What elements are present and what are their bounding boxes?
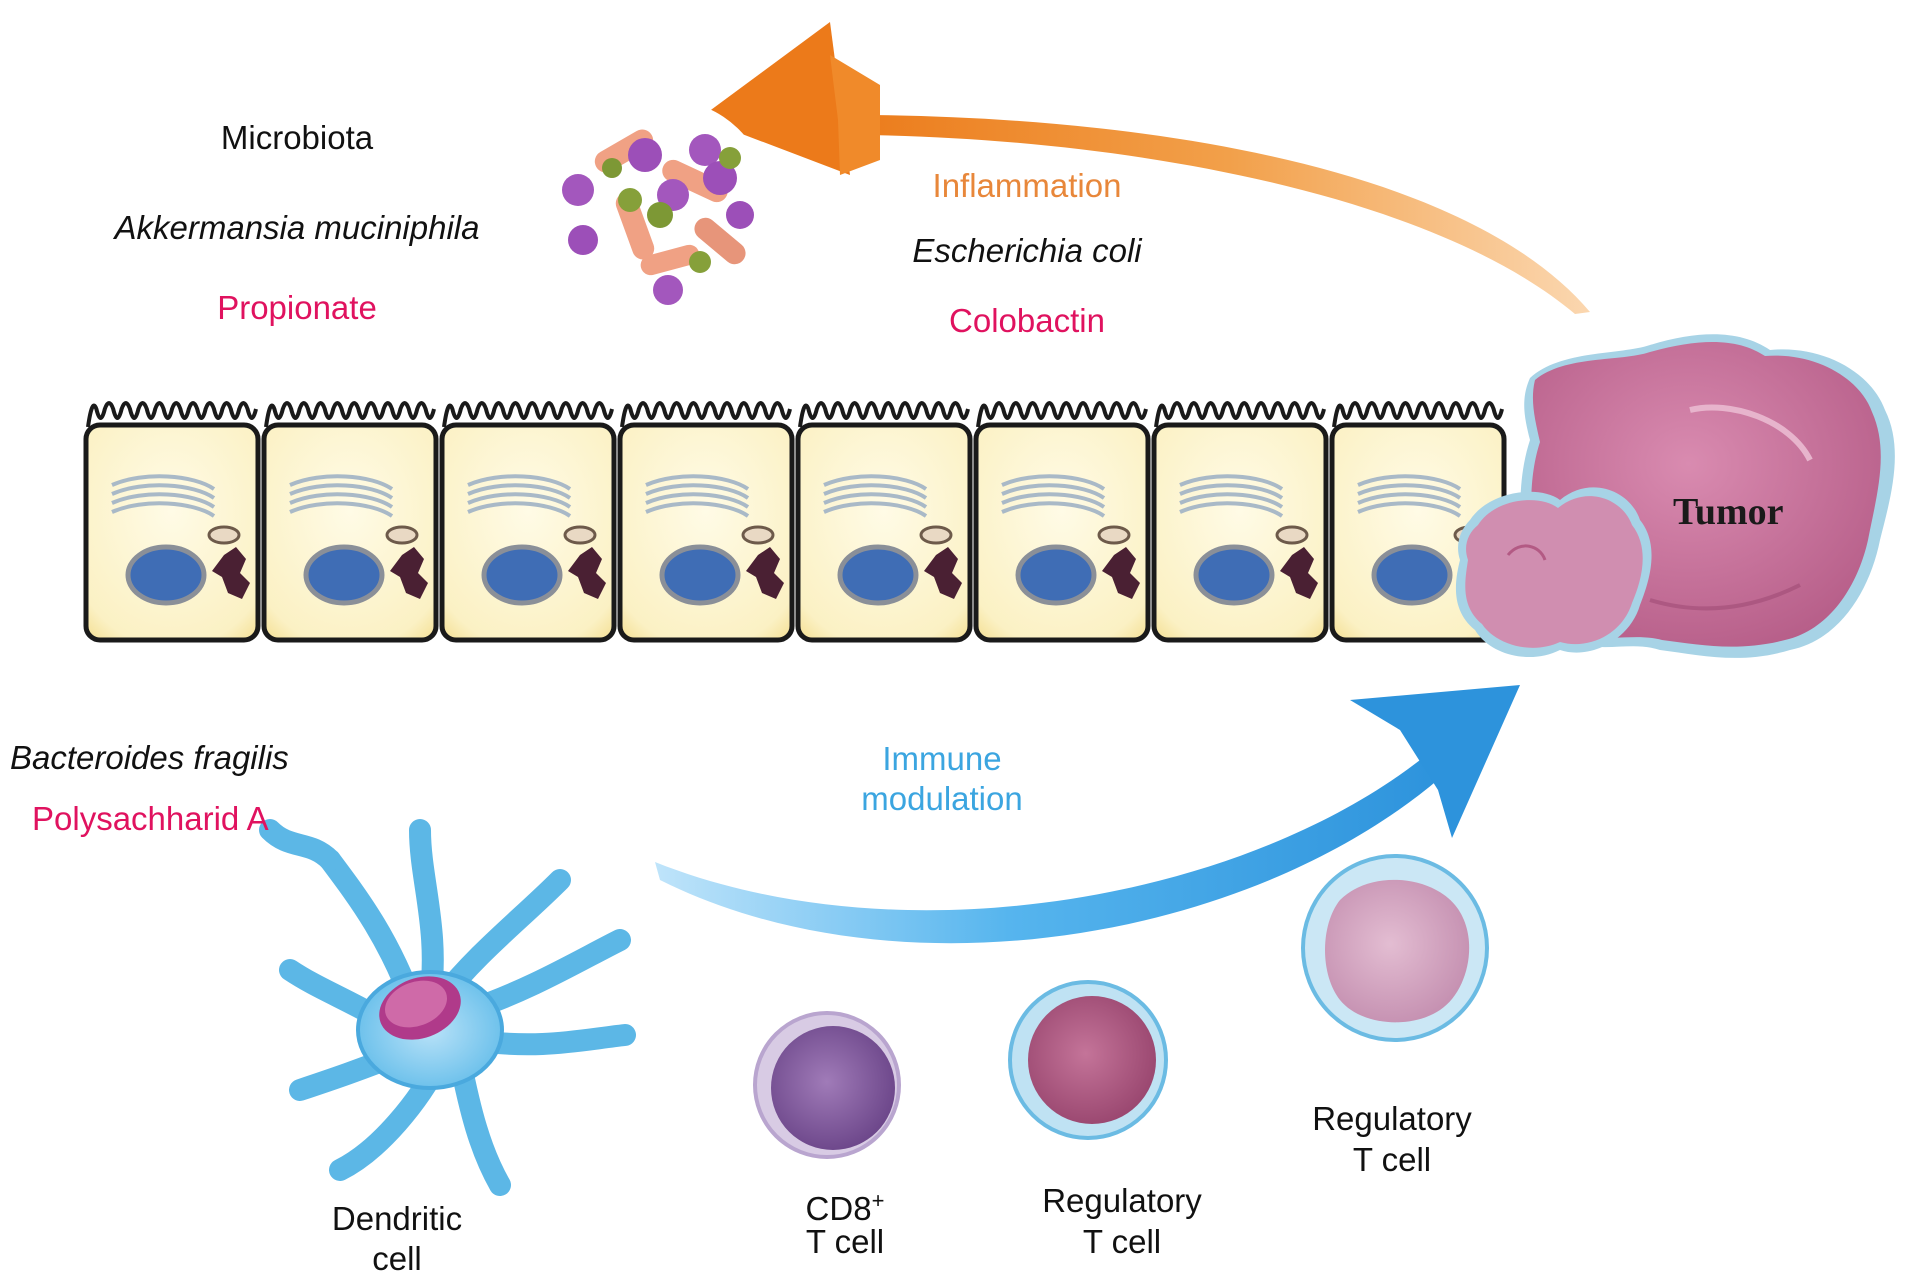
epithelial-cell xyxy=(261,401,439,643)
inflammation-arrow xyxy=(700,22,1590,314)
epithelial-cell xyxy=(973,401,1151,643)
propionate-label: Propionate xyxy=(217,289,377,326)
regulatory-t-cell-2-caption-line1: Regulatory xyxy=(1312,1100,1472,1137)
akkermansia-label: Akkermansia muciniphila xyxy=(114,209,480,246)
dendritic-cell-caption-line1: Dendritic xyxy=(331,1200,463,1237)
regulatory-t-cell-1-caption-line1: Regulatory xyxy=(1042,1182,1202,1219)
immune-modulation-label-line1: Immune xyxy=(882,740,1002,777)
cd8-t-cell-icon xyxy=(753,1011,901,1159)
epithelial-cell-layer xyxy=(83,401,1507,643)
cd8-t-cell-caption-line1: CD8+ xyxy=(806,1180,885,1229)
inflammation-label: Inflammation xyxy=(932,167,1122,204)
epithelial-cell xyxy=(795,401,973,643)
escherichia-coli-label: Escherichia coli xyxy=(912,232,1142,269)
regulatory-t-cell-1-icon xyxy=(1008,980,1168,1140)
cd8-text: CD8 xyxy=(805,1190,872,1227)
regulatory-t-cell-2-caption-line2: T cell xyxy=(1352,1141,1432,1178)
microbiota-cluster-icon xyxy=(562,100,768,305)
dendritic-cell-icon xyxy=(259,819,636,1196)
tumor-label: Tumor xyxy=(1673,491,1784,533)
immune-modulation-label-line2: modulation xyxy=(861,780,1023,817)
regulatory-t-cell-2-icon xyxy=(1301,854,1489,1042)
cd8-t-cell-caption-line2: T cell xyxy=(805,1223,885,1260)
epithelial-cell xyxy=(83,401,261,643)
immune-modulation-arrow xyxy=(655,685,1520,944)
regulatory-t-cell-1-caption-line2: T cell xyxy=(1082,1223,1162,1260)
dendritic-cell-caption-line2: cell xyxy=(372,1240,422,1277)
tumor-mass xyxy=(1455,334,1895,658)
epithelial-cell xyxy=(439,401,617,643)
bacteroides-fragilis-label: Bacteroides fragilis xyxy=(10,739,289,776)
epithelial-cell xyxy=(1151,401,1329,643)
colobactin-label: Colobactin xyxy=(949,302,1105,339)
epithelial-cell xyxy=(617,401,795,643)
microbiota-label: Microbiota xyxy=(220,119,374,156)
cd8-superscript: + xyxy=(871,1188,885,1213)
polysaccharide-a-label: Polysachharid A xyxy=(32,800,269,837)
